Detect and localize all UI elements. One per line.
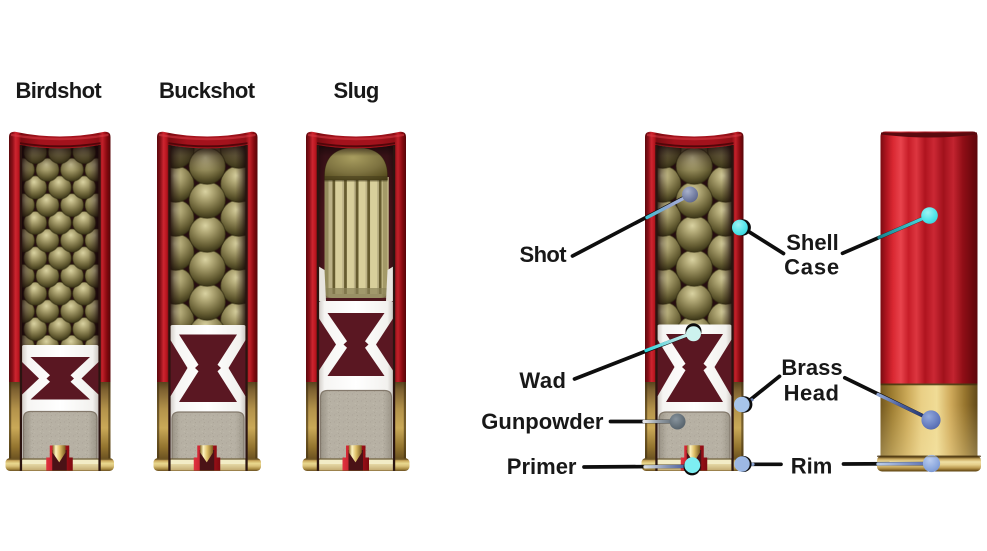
svg-text:Slug: Slug <box>334 78 379 103</box>
svg-text:Birdshot: Birdshot <box>16 78 103 103</box>
svg-text:Gunpowder: Gunpowder <box>481 409 604 434</box>
svg-text:Head: Head <box>784 381 840 406</box>
svg-text:Case: Case <box>784 255 840 280</box>
svg-text:Brass: Brass <box>781 355 842 380</box>
svg-text:Wad: Wad <box>519 368 566 393</box>
svg-text:Primer: Primer <box>507 454 577 479</box>
svg-text:Shell: Shell <box>786 230 839 255</box>
svg-text:Shot: Shot <box>520 242 568 267</box>
svg-text:Buckshot: Buckshot <box>159 78 256 103</box>
svg-text:Rim: Rim <box>791 454 833 479</box>
